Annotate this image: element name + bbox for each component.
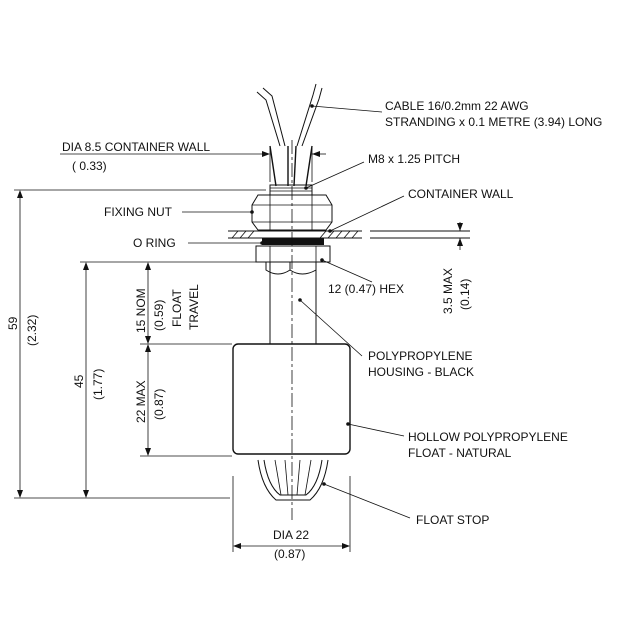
container-wall-label: CONTAINER WALL xyxy=(408,187,514,201)
cable-label-line2: STRANDING x 0.1 METRE (3.94) LONG xyxy=(385,115,602,129)
travel-word-label: TRAVEL xyxy=(187,284,201,330)
dim-15-nom xyxy=(145,262,151,344)
hex-label: 12 (0.47) HEX xyxy=(328,282,404,296)
dim-59-inch-label: (2.32) xyxy=(25,315,39,346)
dia-wall-inch-label: ( 0.33) xyxy=(72,159,107,173)
dia-wall-label: DIA 8.5 CONTAINER WALL xyxy=(62,140,210,154)
float-label-line2: FLOAT - NATURAL xyxy=(408,446,512,460)
max-3-5-label: 3.5 MAX xyxy=(441,268,455,314)
dia-22-inch-label: (0.87) xyxy=(274,547,305,561)
dim-45 xyxy=(83,262,89,498)
container-wall xyxy=(228,230,470,239)
nom-15-inch-label: (0.59) xyxy=(152,300,166,331)
housing-label-line1: POLYPROPYLENE xyxy=(368,349,472,363)
dim-59 xyxy=(17,190,23,498)
max-22-inch-label: (0.87) xyxy=(152,389,166,420)
hex-body xyxy=(255,245,331,275)
pitch-label: M8 x 1.25 PITCH xyxy=(368,152,460,166)
float-word-label: FLOAT xyxy=(170,289,184,327)
dim-45-inch-label: (1.77) xyxy=(91,369,105,400)
float-body xyxy=(232,343,351,455)
housing-label-line2: HOUSING - BLACK xyxy=(368,365,474,379)
max-3-5-inch-label: (0.14) xyxy=(458,279,472,310)
leader-lines xyxy=(182,104,411,519)
float-stop xyxy=(257,459,329,501)
dim-3-5-max xyxy=(457,222,463,250)
max-22-label: 22 MAX xyxy=(134,380,148,423)
float-label-line1: HOLLOW POLYPROPYLENE xyxy=(408,430,568,444)
dia-22-label: DIA 22 xyxy=(273,528,309,542)
dim-dia-22 xyxy=(233,543,350,549)
fixing-nut-label: FIXING NUT xyxy=(104,205,173,219)
dim-59-label: 59 xyxy=(6,316,20,330)
float-shaft xyxy=(269,262,317,344)
dim-45-label: 45 xyxy=(72,374,86,388)
o-ring-label: O RING xyxy=(133,236,176,250)
cable-wires xyxy=(256,83,323,187)
o-ring xyxy=(262,238,324,245)
cable-label-line1: CABLE 16/0.2mm 22 AWG xyxy=(385,99,529,113)
dim-dia-8-5 xyxy=(60,151,326,157)
float-stop-label: FLOAT STOP xyxy=(416,513,489,527)
dim-22-max xyxy=(145,344,151,456)
nom-15-label: 15 NOM xyxy=(134,288,148,333)
extension-lines xyxy=(14,148,470,552)
